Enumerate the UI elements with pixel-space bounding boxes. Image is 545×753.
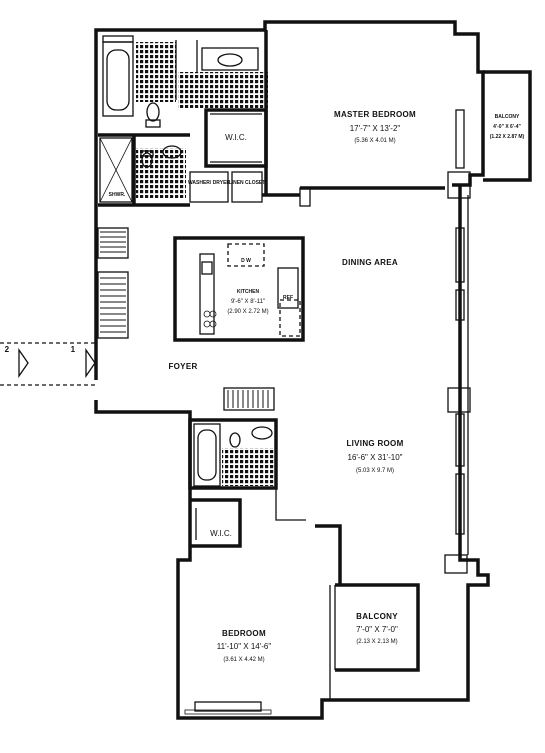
linen-closet-label: LINEN CLOSET [229, 180, 266, 186]
foyer-label: FOYER [168, 362, 197, 371]
shower-label: SHWR. [109, 192, 126, 198]
bedroom-name: BEDROOM [222, 629, 266, 638]
room-labels: MASTER BEDROOM 17'-7" X 13'-2" (5.36 X 4… [5, 110, 525, 663]
kitchen-dims: 9'-6" X 8'-11" [231, 299, 265, 305]
wic-master-label: W.I.C. [225, 133, 247, 142]
master-bedroom-name: MASTER BEDROOM [334, 110, 416, 119]
wic-bedroom-label: W.I.C. [210, 529, 232, 538]
balcony-living-dims: 7'-0" X 7'-0" [356, 625, 398, 634]
living-room-name: LIVING ROOM [346, 439, 403, 448]
balcony-living-name: BALCONY [356, 612, 398, 621]
entry-marker-inner: 1 [71, 345, 76, 354]
balcony-living-metric: (2.13 X 2.13 M) [356, 639, 397, 645]
balcony-master-metric: (1.22 X 2.87 M) [490, 134, 525, 140]
balcony-master-dims: 4'-0" X 6'-4" [493, 124, 521, 130]
washer-dryer-label: WASHER/ DRYER [188, 180, 230, 186]
entry [0, 342, 96, 386]
master-bedroom-metric: (5.36 X 4.01 M) [354, 138, 395, 144]
kitchen-block [173, 236, 305, 342]
dishwasher-label: D W [241, 258, 251, 264]
balconies [334, 70, 532, 672]
left-storage-stripes [100, 231, 126, 333]
kitchen-metric: (2.90 X 2.72 M) [227, 309, 268, 315]
refrigerator-label: REF [283, 295, 293, 301]
bedroom-metric: (3.61 X 4.42 M) [223, 657, 264, 663]
entry-marker-outer: 2 [5, 345, 10, 354]
windows [184, 109, 465, 715]
bedroom-dims: 11'-10" X 14'-6" [217, 642, 272, 651]
balcony-master-name: BALCONY [495, 114, 520, 120]
master-bath-block [97, 30, 445, 339]
living-room-dims: 16'-6" X 31'-10" [348, 453, 403, 462]
bedroom-bath-block [188, 387, 342, 700]
kitchen-name: KITCHEN [237, 289, 260, 295]
living-room-metric: (5.03 X 9.7 M) [356, 468, 394, 474]
master-bedroom-dims: 17'-7" X 13'-2" [350, 124, 401, 133]
dining-area-label: DINING AREA [342, 258, 398, 267]
